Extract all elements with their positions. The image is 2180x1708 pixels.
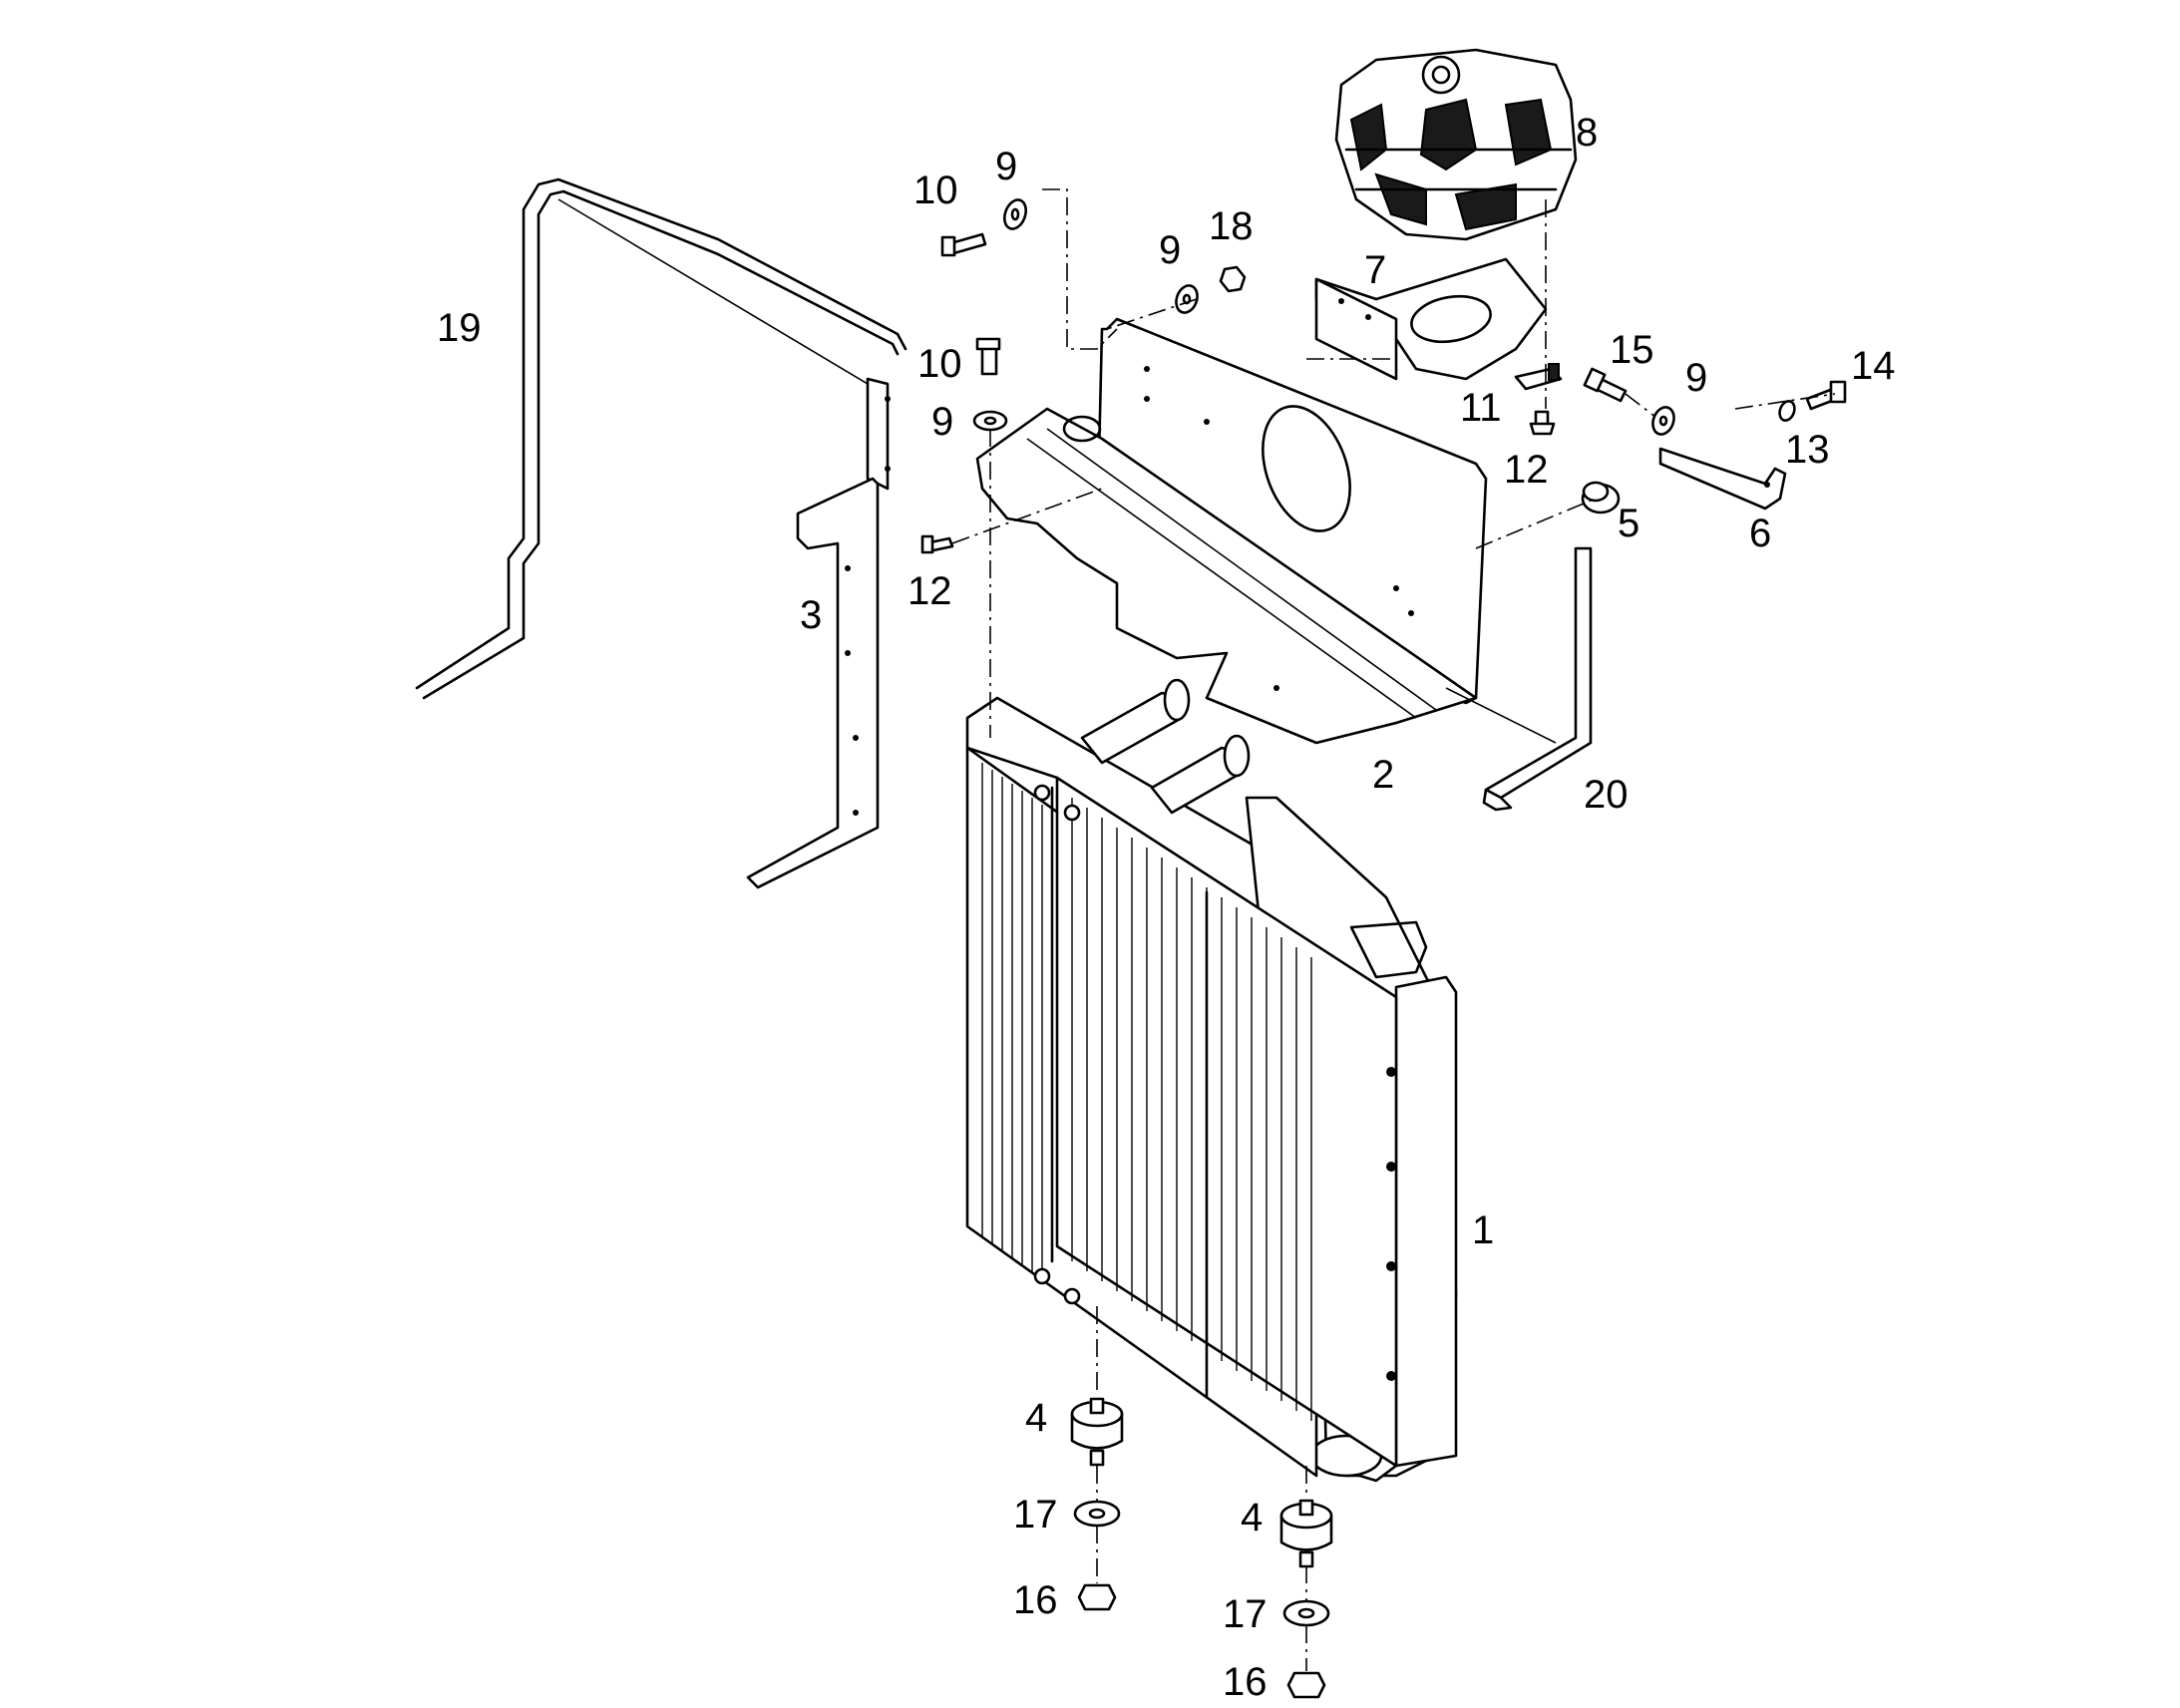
part-1-radiator-assembly	[965, 678, 1458, 1483]
part-8-expansion-tank	[1334, 48, 1578, 241]
part-7-tank-bracket	[1314, 257, 1548, 381]
callout-8: 8	[1576, 111, 1598, 155]
callout-17: 17	[1223, 1592, 1268, 1636]
callout-14: 14	[1851, 344, 1896, 388]
callout-12: 12	[1504, 448, 1549, 492]
callout-2: 2	[1372, 753, 1394, 797]
callout-9: 9	[1685, 356, 1707, 400]
callout-4: 4	[1241, 1496, 1263, 1539]
part-20-l-bracket	[1445, 546, 1593, 812]
callout-17: 17	[1013, 1493, 1058, 1537]
callout-9: 9	[1159, 228, 1181, 272]
callout-9: 9	[931, 400, 953, 444]
callout-16: 16	[1223, 1660, 1268, 1704]
callout-19: 19	[437, 306, 482, 350]
part-19-support-rod	[415, 177, 908, 700]
callout-3: 3	[800, 593, 822, 637]
part-3-side-bracket	[746, 377, 891, 889]
callout-1: 1	[1472, 1208, 1494, 1252]
fasteners	[920, 198, 1847, 1699]
callout-5: 5	[1618, 502, 1639, 545]
part-2-shroud-panel	[975, 317, 1488, 745]
part-6-bracket	[1658, 447, 1787, 511]
part-11-clip	[1514, 363, 1563, 391]
callout-4: 4	[1025, 1396, 1047, 1440]
callout-10: 10	[917, 342, 962, 386]
radiator-core-fins	[981, 763, 1312, 1421]
callout-7: 7	[1364, 248, 1386, 292]
callout-10: 10	[913, 169, 958, 212]
assembly-centerlines	[951, 188, 1836, 1671]
callout-13: 13	[1785, 428, 1830, 472]
callout-20: 20	[1584, 773, 1629, 817]
callout-9: 9	[995, 145, 1017, 188]
callout-11: 11	[1460, 386, 1502, 430]
callout-12: 12	[908, 569, 952, 613]
callout-labels: 1 2 3 4 4 5 6 7 8 9 9 9 9 10 10 11 12 12…	[437, 111, 1896, 1704]
callout-16: 16	[1013, 1578, 1058, 1622]
callout-6: 6	[1749, 512, 1771, 555]
callout-15: 15	[1610, 328, 1654, 372]
callout-18: 18	[1209, 204, 1254, 248]
part-5-rubber-mount	[1581, 481, 1621, 514]
